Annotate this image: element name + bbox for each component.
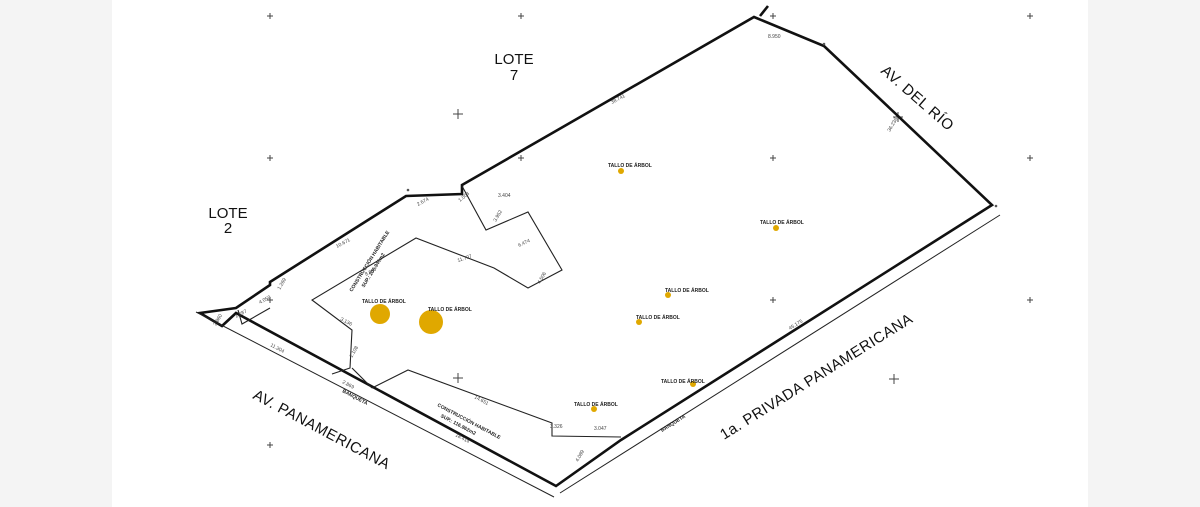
tree-marker	[665, 292, 671, 298]
dimension-label: 3.326	[550, 424, 563, 430]
tree-marker	[591, 406, 597, 412]
lot-label-2-number: 2	[224, 220, 232, 237]
dimension-label: 3.136	[339, 316, 353, 327]
vertex-marker	[822, 42, 826, 46]
dimension-label: 1.787	[234, 308, 248, 319]
grid-markers	[267, 13, 1033, 448]
tree-marker	[618, 168, 624, 174]
boundary-tick	[758, 5, 770, 17]
right-margin-panel	[1088, 0, 1200, 507]
dimension-label: 8.950	[768, 34, 781, 40]
tree-label: TALLO DE ÁRBOL	[362, 298, 406, 305]
tree-markers: TALLO DE ÁRBOL TALLO DE ÁRBOL TALLO DE Á…	[362, 162, 804, 412]
drawing-paper	[112, 0, 1088, 507]
construction-outline-corner	[237, 307, 271, 325]
vertex-marker	[406, 188, 410, 192]
dimension-label: 4.050	[258, 294, 272, 305]
tree-marker	[690, 381, 696, 387]
dimension-label: 2.860	[213, 313, 225, 327]
construction-outline-2	[371, 369, 622, 438]
dimension-label: 11.707	[457, 254, 473, 264]
dimension-label: 4.089	[575, 449, 587, 463]
tree-label: TALLO DE ÁRBOL	[661, 378, 705, 385]
tree-label: TALLO DE ÁRBOL	[608, 162, 652, 169]
tree-label: TALLO DE ÁRBOL	[665, 287, 709, 294]
sidewalk-line-privada	[559, 214, 1001, 494]
construction-outline-1	[311, 185, 563, 375]
dimension-label: 8.657	[364, 266, 378, 277]
tree-label: TALLO DE ÁRBOL	[574, 401, 618, 408]
dimension-label: 3.952	[493, 209, 505, 223]
vertex-marker	[994, 204, 998, 208]
tree-label: TALLO DE ÁRBOL	[428, 306, 472, 313]
dimension-label: 1.108	[349, 345, 361, 359]
tree-label: TALLO DE ÁRBOL	[760, 219, 804, 226]
tree-marker	[636, 319, 642, 325]
lot-label-2-title: LOTE	[208, 205, 247, 222]
sidewalk-line-panamericana	[195, 311, 555, 498]
left-margin-panel	[0, 0, 112, 507]
dimension-label: 3.047	[594, 426, 607, 432]
lot-label-7-number: 7	[510, 67, 518, 84]
dimension-label: 6.474	[517, 238, 531, 249]
tree-marker	[773, 225, 779, 231]
tree-label: TALLO DE ÁRBOL	[636, 314, 680, 321]
dimension-label: 1.269	[277, 277, 289, 291]
lot-label-7-title: LOTE	[494, 51, 533, 68]
construction-outline-joint	[351, 367, 373, 389]
dimension-label: 4.506	[537, 271, 549, 285]
dimension-label: 2.869	[341, 379, 355, 390]
lot-boundary	[196, 15, 995, 488]
tree-marker-large	[419, 310, 443, 334]
vertex-markers	[406, 42, 998, 208]
dimension-label: 2.674	[416, 196, 430, 207]
dimension-label: 3.404	[498, 193, 511, 199]
tree-marker-large	[370, 304, 390, 324]
